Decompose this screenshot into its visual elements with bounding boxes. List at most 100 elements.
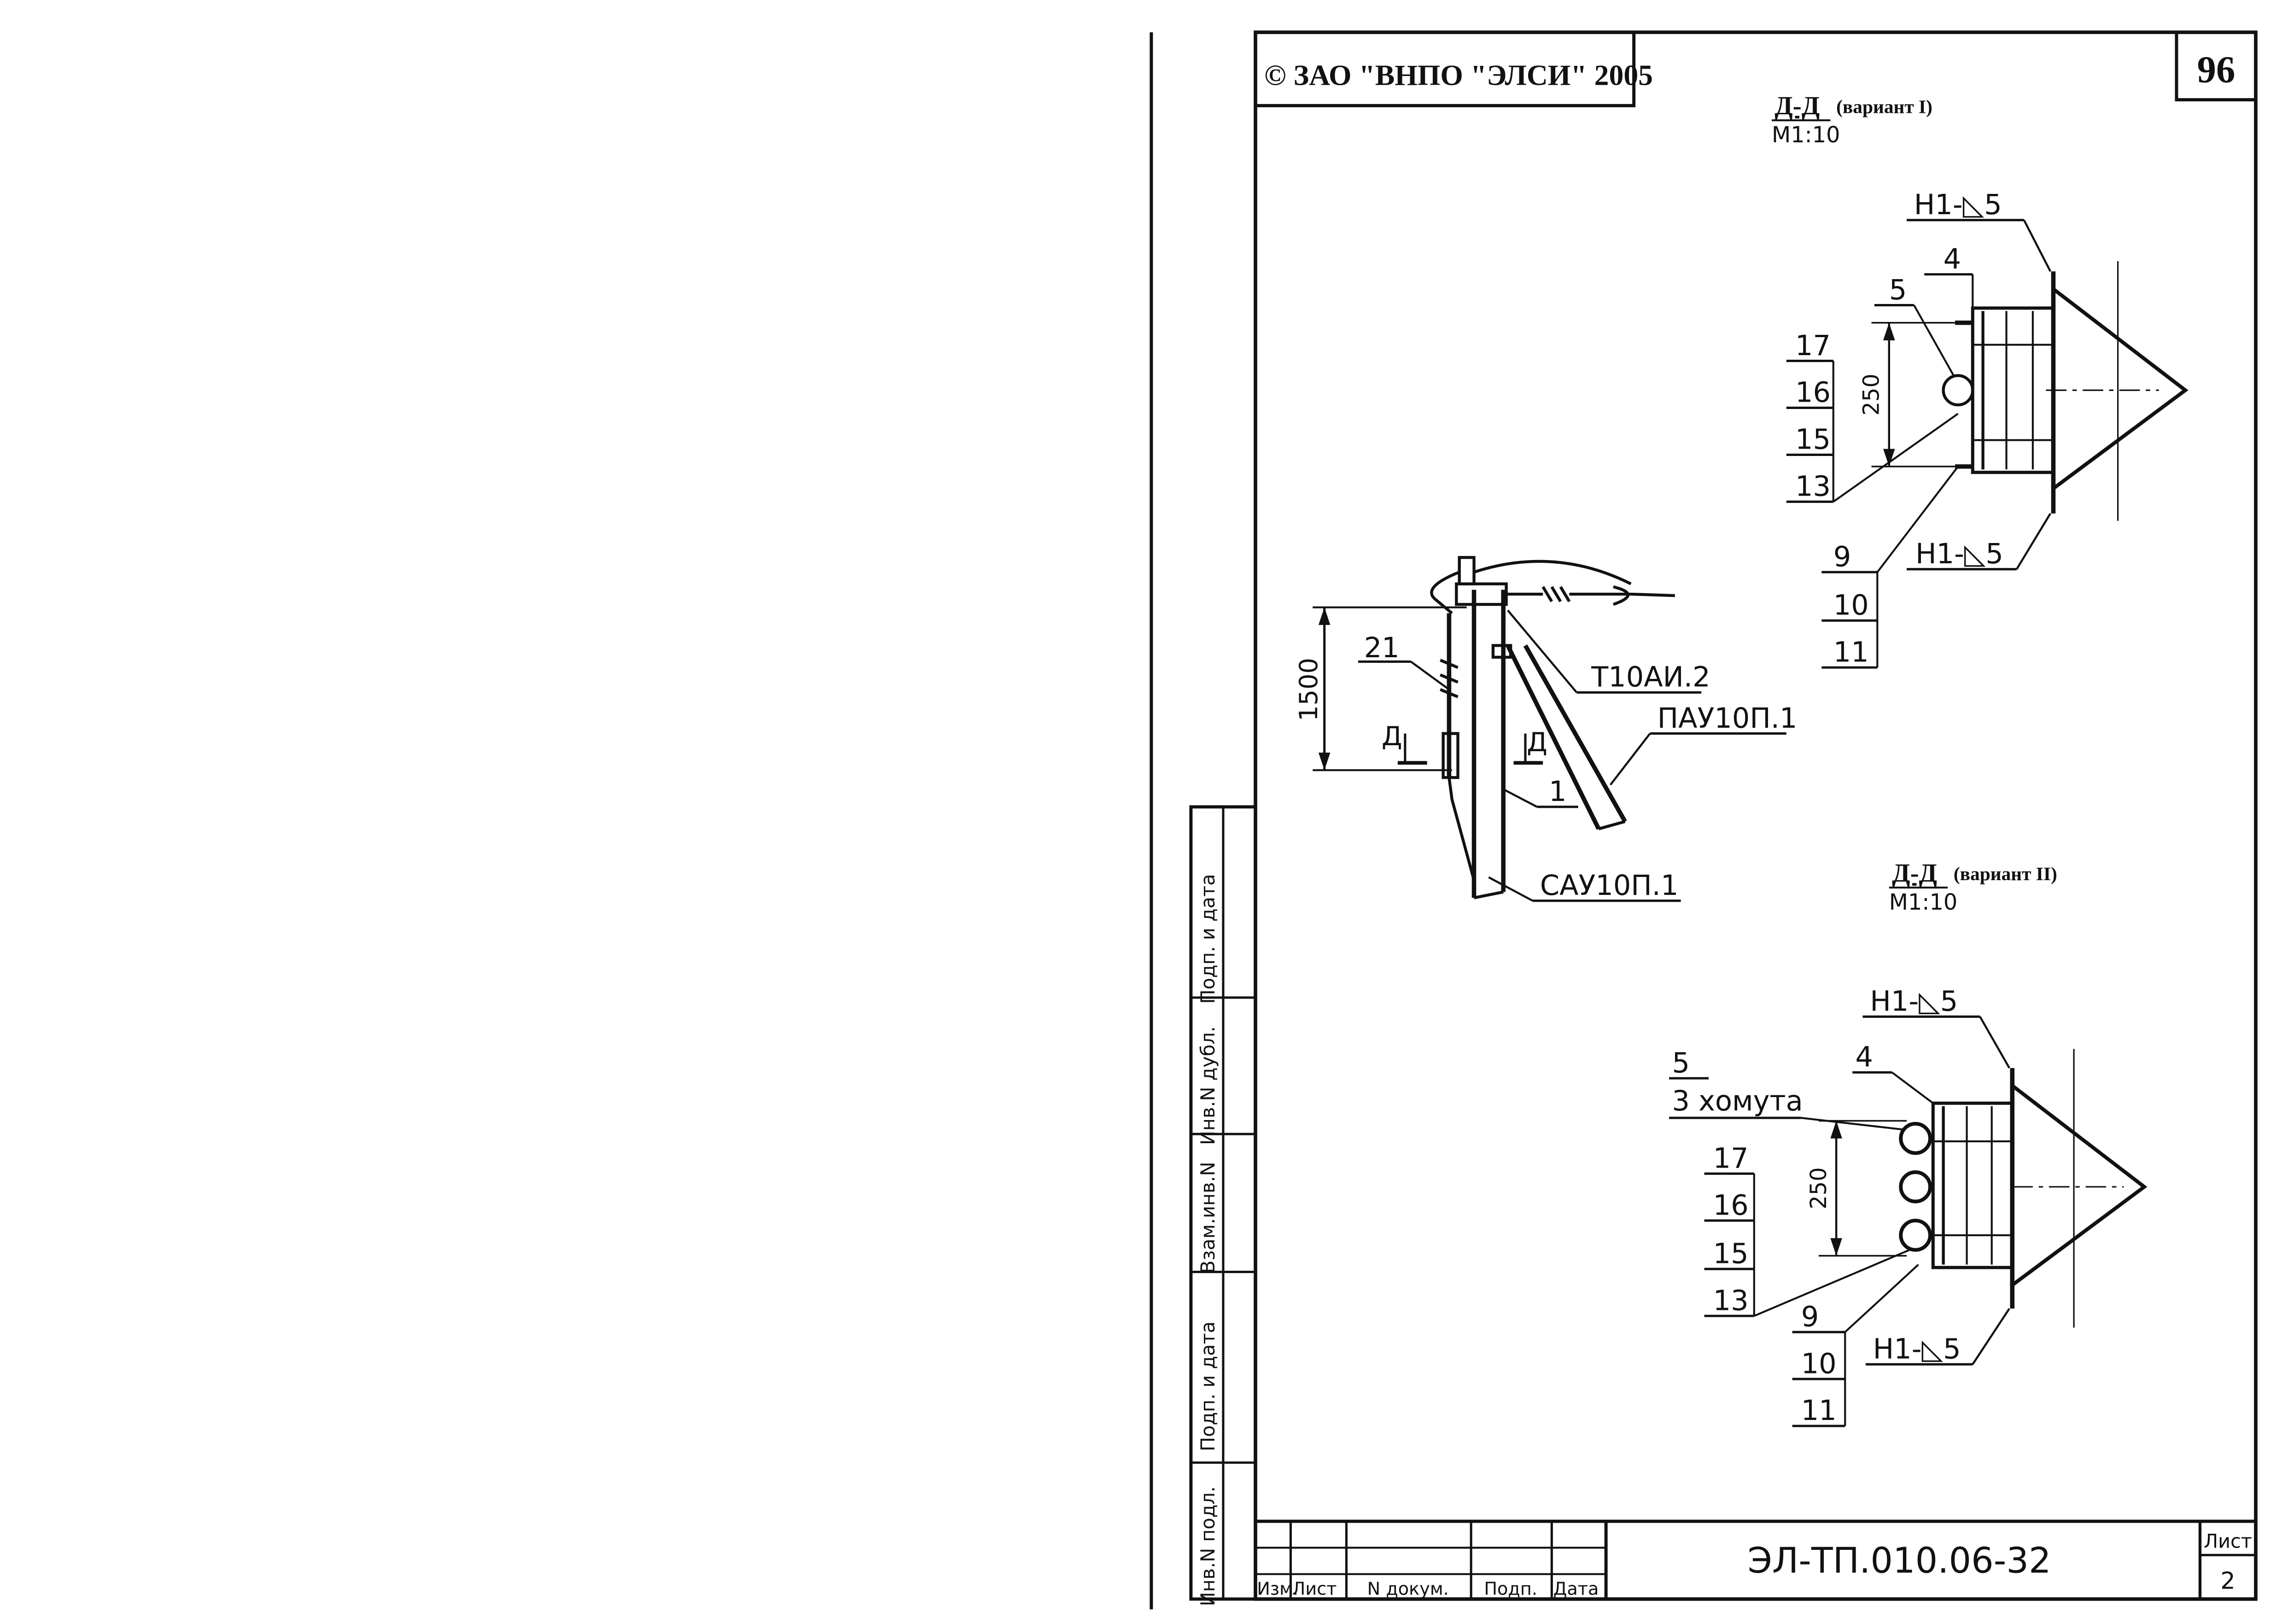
page-number: 96 — [2197, 48, 2235, 90]
side-stamp-inv-podl: Инв.N подл. — [1197, 1486, 1219, 1606]
section1-title: Д-Д — [1774, 91, 1820, 120]
section1-dim-250: 250 — [1859, 374, 1884, 415]
col-list: Лист — [1292, 1579, 1337, 1599]
callout-21-leader — [1410, 660, 1450, 690]
section2-label-4: 4 — [1856, 1041, 1873, 1074]
col-ndoc: N докум. — [1367, 1579, 1449, 1599]
section2-title: Д-Д — [1892, 859, 1937, 888]
title-block: Изм. Лист N докум. Подп. Дата ЭЛ-ТП.010.… — [1255, 1519, 2256, 1599]
insulator-top — [1458, 556, 1476, 585]
section1-scale: М1:10 — [1772, 123, 1840, 148]
section1-dim-250-arrows — [1883, 322, 1895, 467]
section1-weld-top-leader — [2023, 219, 2052, 272]
section2-label-11: 11 — [1801, 1395, 1837, 1427]
section1-variant: (вариант I) — [1836, 96, 1932, 117]
section1-label-11: 11 — [1833, 637, 1869, 669]
section2-weld-top: Н1-◺5 — [1870, 986, 1958, 1018]
section2-angle-profile — [2011, 1084, 2148, 1287]
callout-1: 1 — [1549, 776, 1566, 808]
section1-label-10: 10 — [1833, 590, 1869, 622]
section2-label-4-leader — [1891, 1071, 1934, 1104]
section2-label-9: 9 — [1801, 1301, 1819, 1333]
section2-label-5: 5 — [1672, 1047, 1689, 1079]
pole-bottom — [1473, 890, 1504, 900]
col-podp: Подп. — [1484, 1579, 1537, 1599]
callout-sau-leader — [1488, 876, 1533, 902]
section1-label-5: 5 — [1889, 274, 1907, 306]
callout-sau: САУ10П.1 — [1540, 870, 1679, 902]
drawing-frame — [1254, 30, 2258, 1601]
callout-21: 21 — [1364, 632, 1400, 664]
callout-1-leader — [1503, 788, 1538, 808]
section1-weld-top: Н1-◺5 — [1914, 189, 2002, 221]
side-stamp-vzam: Взам.инв.N — [1197, 1162, 1219, 1273]
section2-stack-leader — [1753, 1249, 1910, 1317]
section1-angle-profile — [2052, 287, 2189, 490]
side-stamp-podp-1: Подп. и дата — [1197, 874, 1219, 1004]
section1-label-4: 4 — [1944, 243, 1961, 275]
jumper-arc — [1473, 560, 1632, 585]
section1-weld-bottom: Н1-◺5 — [1915, 538, 2003, 570]
col-data: Дата — [1553, 1579, 1599, 1599]
section2-weld-bottom-leader — [1972, 1308, 2010, 1365]
section-variant-1: Д-Д (вариант I) М1:10 250 Н1-◺5 — [1772, 91, 2189, 669]
section2-weld-top-leader — [1979, 1016, 2010, 1069]
callout-t10: Т10АИ.2 — [1591, 661, 1710, 694]
callout-pau-leader — [1609, 733, 1651, 786]
section2-scale: М1:10 — [1889, 890, 1957, 915]
strain-insulator — [1506, 586, 1571, 602]
page-number-box — [2175, 30, 2258, 102]
section2-bracket — [1931, 1101, 2014, 1269]
brace-left — [1506, 644, 1601, 830]
brace-joint — [1491, 644, 1512, 659]
section2-clamp-2 — [1899, 1170, 1932, 1203]
callout-t10-leader — [1507, 609, 1578, 693]
jumper-left — [1430, 571, 1460, 614]
header: © ЗАО "ВНПО "ЭЛСИ" 2005 96 — [1254, 30, 2258, 107]
section2-clamp-3 — [1899, 1219, 1932, 1252]
callout-pau: ПАУ10П.1 — [1658, 702, 1798, 735]
section2-variant: (вариант II) — [1954, 863, 2057, 885]
section2-label-16: 16 — [1713, 1189, 1749, 1221]
section2-weld-bottom: Н1-◺5 — [1873, 1333, 1961, 1365]
side-view: 1500 Д Д 21 Т10АИ.2 ПАУ10П.1 1 САУ10П.1 — [1294, 556, 1798, 902]
crossarm — [1455, 582, 1508, 606]
section2-label-15: 15 — [1713, 1238, 1749, 1270]
brace-end — [1598, 820, 1626, 830]
section1-weld-bottom-leader — [2015, 513, 2051, 570]
section2-label-13: 13 — [1713, 1285, 1749, 1317]
sheet-label: Лист — [2204, 1530, 2252, 1552]
section1-label-15: 15 — [1795, 424, 1831, 456]
dim-1500-text: 1500 — [1294, 658, 1323, 721]
section1-label-5-leader — [1913, 304, 1955, 376]
clamp-right — [1613, 585, 1629, 606]
section1-bracket — [1971, 306, 2055, 474]
col-izm: Изм. — [1257, 1579, 1298, 1599]
conductor-right — [1569, 592, 1675, 597]
doc-code: ЭЛ-ТП.010.06-32 — [1748, 1541, 2051, 1582]
side-stamp-inv-dubl: Инв.N дубл. — [1197, 1026, 1219, 1145]
copyright-text: © ЗАО "ВНПО "ЭЛСИ" 2005 — [1264, 59, 1653, 92]
section2-clamp-1 — [1899, 1122, 1932, 1155]
section1-label-13: 13 — [1795, 471, 1831, 503]
section2-label-10: 10 — [1801, 1348, 1837, 1380]
section1-label-9: 9 — [1833, 541, 1851, 573]
section2-dim-250: 250 — [1806, 1167, 1832, 1209]
section-mark-right: Д — [1527, 727, 1547, 758]
sheet-number: 2 — [2220, 1568, 2235, 1595]
section-variant-2: Д-Д (вариант II) М1:10 250 Н1-◺5 Н1-◺5 5… — [1669, 859, 2148, 1427]
side-stamp: Подп. и дата Инв.N дубл. Взам.инв.N Подп… — [1189, 805, 1257, 1606]
section2-stack2-leader — [1844, 1264, 1919, 1333]
section1-clamp — [1942, 374, 1974, 407]
side-stamp-podp-2: Подп. и дата — [1197, 1321, 1219, 1451]
copyright-box — [1254, 30, 1636, 107]
section-mark-left: Д — [1382, 721, 1402, 752]
section1-label-17: 17 — [1795, 330, 1831, 362]
section1-stack-leader — [1833, 413, 1959, 503]
section1-stack2-leader — [1876, 466, 1959, 573]
section2-clamps: 3 хомута — [1672, 1085, 1803, 1117]
section1-label-16: 16 — [1795, 377, 1831, 409]
section2-label-17: 17 — [1713, 1142, 1749, 1174]
brace-right — [1523, 644, 1627, 823]
